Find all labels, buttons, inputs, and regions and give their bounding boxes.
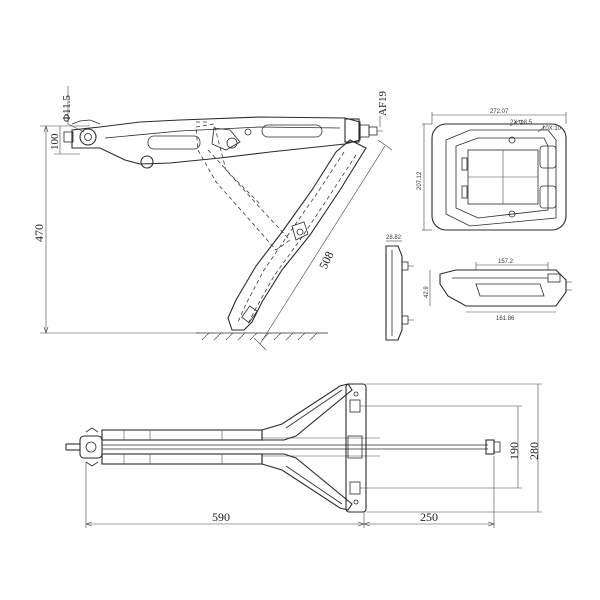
- foot-top-view: [422, 112, 567, 231]
- label-height-470: 470: [32, 224, 46, 242]
- label-foot-slot: 10X:10: [542, 126, 562, 132]
- label-length-590: 590: [212, 510, 230, 524]
- label-height-100: 100: [49, 133, 61, 150]
- foot-side-view: [385, 240, 414, 341]
- plan-view: [65, 383, 542, 528]
- label-foot-width: 207.12: [417, 171, 423, 190]
- label-foot-section-bottom: 161.86: [496, 316, 515, 322]
- label-foot-hole: 2X Φ8.5: [510, 120, 533, 126]
- label-foot-side-height: 28.82: [386, 235, 402, 241]
- side-view: [40, 86, 393, 351]
- label-foot-section-height: 42.9: [424, 286, 430, 298]
- label-length-508: 508: [316, 249, 336, 271]
- label-af19: AF19: [377, 90, 389, 116]
- label-foot-section-top: 157.2: [498, 259, 514, 265]
- foot-section-view: [429, 262, 572, 313]
- label-width-280: 280: [527, 442, 541, 460]
- label-width-190: 190: [507, 442, 521, 460]
- ground-hatch: [201, 332, 318, 341]
- label-foot-length: 272.07: [490, 109, 509, 115]
- label-dia-hole: Φ11.5: [61, 95, 73, 122]
- label-length-250: 250: [420, 510, 438, 524]
